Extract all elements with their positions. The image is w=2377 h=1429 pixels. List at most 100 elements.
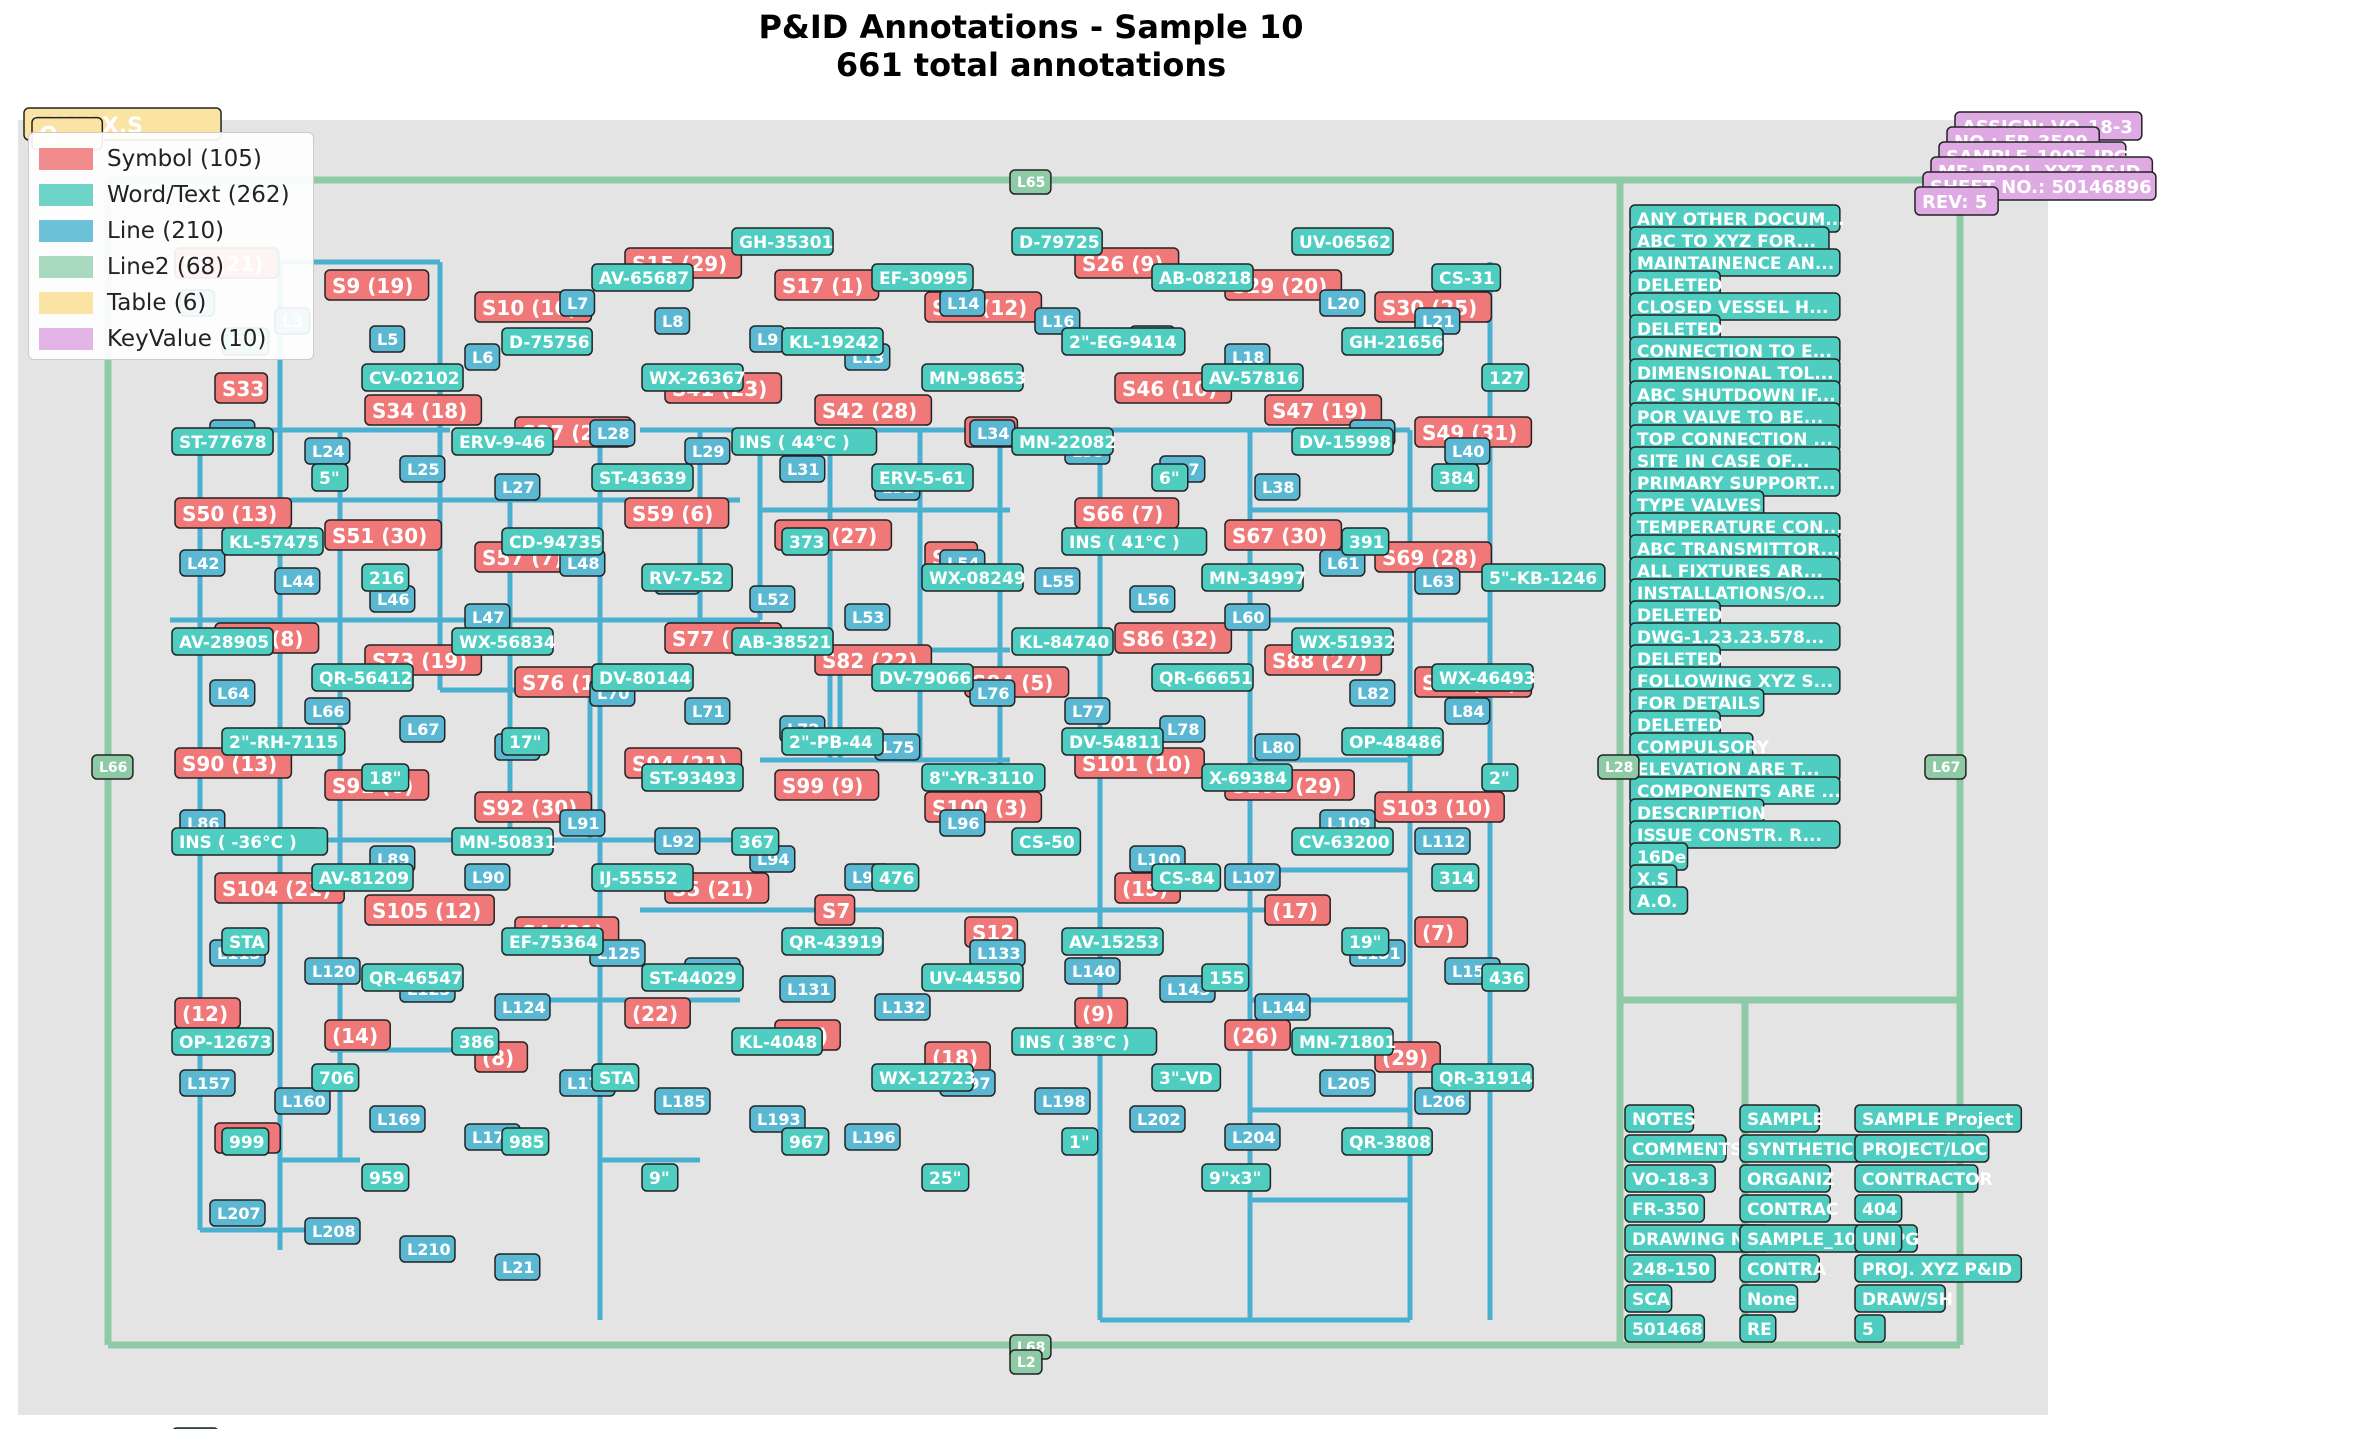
line-label: L206: [1414, 1087, 1471, 1115]
line-label: L207: [209, 1199, 266, 1227]
label-text: S26 (9): [1082, 252, 1163, 276]
line-label: L56: [1129, 585, 1176, 613]
word-label: KL-4048: [731, 1027, 823, 1056]
label-text: INS ( 41°C ): [1069, 533, 1180, 553]
label-box: [1264, 394, 1383, 426]
label-text: (7): [1422, 921, 1454, 945]
label-text: OP-48486: [1349, 733, 1442, 753]
label-text: SITE IN CASE OF...: [1637, 452, 1810, 472]
label-text: L204: [1232, 1128, 1276, 1147]
label-box: [451, 1027, 500, 1056]
label-text: ANY OTHER DOCUM...: [1637, 210, 1845, 230]
label-box: [1011, 627, 1114, 656]
label-text: L92: [662, 832, 694, 851]
label-text: CV-02102: [369, 369, 460, 389]
titleblock-label: CONTRAC: [1739, 1194, 1838, 1223]
label-box: [364, 894, 495, 926]
label-box: [311, 663, 414, 692]
label-box: [1114, 622, 1233, 654]
label-box: [1431, 263, 1502, 292]
label-text: 6": [1159, 469, 1180, 489]
line-label: L61: [1319, 549, 1366, 577]
line-label: L34: [969, 419, 1016, 447]
symbol-label: S86 (32): [1114, 622, 1233, 654]
label-text: 404: [1862, 1200, 1898, 1220]
label-text: CS-50: [1019, 833, 1075, 853]
line-label: L66: [304, 697, 351, 725]
label-text: L8: [662, 312, 683, 331]
label-box: [494, 473, 541, 501]
label-text: (17): [1272, 899, 1318, 923]
word-label: EF-30995: [871, 263, 974, 292]
label-text: DELETED: [1637, 276, 1723, 296]
label-text: AV-81209: [319, 869, 409, 889]
label-text: L207: [217, 1204, 261, 1223]
label-text: CS-84: [1159, 869, 1215, 889]
legend-label: Line (210): [107, 218, 225, 244]
label-box: [921, 563, 1024, 592]
label-text: S17 (1): [782, 274, 863, 298]
line-label: L80: [1254, 733, 1301, 761]
label-box: [1629, 820, 1841, 849]
label-text: L107: [1232, 868, 1276, 887]
label-box: [324, 519, 443, 551]
label-text: FR-350: [1632, 1200, 1699, 1220]
word-label: WX-51932: [1291, 627, 1396, 656]
label-box: [369, 1105, 426, 1133]
label-text: 5"-KB-1246: [1489, 569, 1597, 589]
title-line-1: P&ID Annotations - Sample 10: [758, 8, 1304, 46]
label-text: L38: [1262, 478, 1294, 497]
label-text: L65: [1017, 175, 1045, 191]
label-text: 5: [1862, 1320, 1874, 1340]
label-text: L40: [1452, 442, 1484, 461]
label-box: [1341, 727, 1444, 756]
label-box: [1624, 1194, 1706, 1223]
label-box: [749, 1105, 806, 1133]
label-text: WX-08249: [929, 569, 1026, 589]
word-label: AB-38521: [731, 627, 834, 656]
label-box: [1481, 963, 1530, 992]
symbol-label: S59 (6): [624, 497, 730, 529]
word-label: AV-65687: [591, 263, 694, 292]
label-text: L205: [1327, 1074, 1371, 1093]
label-box: [1414, 916, 1469, 948]
label-box: [1349, 679, 1396, 707]
symbol-label: (26): [1224, 1019, 1291, 1051]
label-box: [1201, 763, 1293, 792]
legend-item-table: Table (6): [39, 285, 303, 321]
label-text: L80: [1262, 738, 1294, 757]
label-text: L84: [1452, 702, 1484, 721]
label-text: L77: [1072, 702, 1104, 721]
label-text: (12): [182, 1002, 228, 1026]
word-label: CV-02102: [361, 363, 464, 392]
label-text: OP-12673: [179, 1033, 272, 1053]
label-box: [1064, 957, 1121, 985]
word-label: 373: [781, 527, 830, 556]
label-text: L25: [407, 460, 439, 479]
label-text: (22): [632, 1002, 678, 1026]
line-label: L53: [844, 603, 891, 631]
label-text: L66: [99, 760, 127, 776]
line-label: L84: [1444, 697, 1491, 725]
label-text: L64: [217, 684, 249, 703]
word-label: 476: [871, 863, 920, 892]
label-text: 373: [789, 533, 825, 553]
label-text: RE: [1747, 1320, 1772, 1340]
label-text: COMPULSORY: [1637, 738, 1770, 758]
label-text: 386: [459, 1033, 495, 1053]
line2-label: L65: [1009, 169, 1052, 195]
label-box: [501, 927, 604, 956]
label-text: L6: [472, 348, 493, 367]
label-text: DELETED: [1637, 716, 1723, 736]
label-text: (14): [332, 1024, 378, 1048]
keyvalue-label: REV: 5: [1914, 186, 1999, 216]
titleblock-label: SCA: [1624, 1284, 1673, 1313]
label-text: L31: [787, 460, 819, 479]
label-box: [749, 585, 796, 613]
note-label: DELETED: [1629, 314, 1723, 343]
label-box: [1201, 1163, 1272, 1192]
label-box: [871, 263, 974, 292]
note-label: 16De: [1629, 842, 1689, 871]
note-label: MAINTAINENCE AN...: [1629, 248, 1841, 277]
